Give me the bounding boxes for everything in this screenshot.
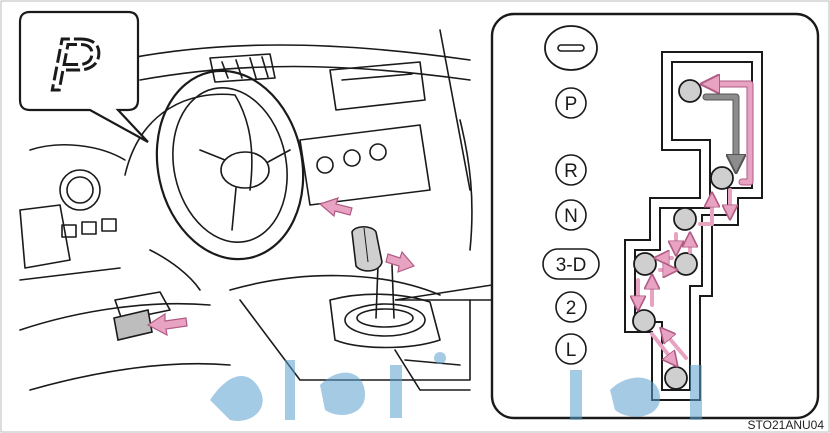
shift-position-3d: 3-D (543, 249, 599, 279)
shift-position-p: P (556, 88, 586, 118)
button-icon (545, 26, 597, 70)
shift-knob (352, 227, 382, 271)
press-arrow-icon (386, 252, 414, 272)
gear-stop-circle (633, 310, 655, 332)
shift-position-n: N (556, 200, 586, 230)
shift-gate-inset (492, 14, 818, 418)
figure-code: STO21ANU04 (748, 418, 824, 432)
svg-text:N: N (564, 206, 578, 227)
gear-stop-circle (665, 367, 687, 389)
display-indicator: P (50, 23, 99, 106)
gear-stop-circle (674, 208, 696, 230)
shift-position-r: R (556, 155, 586, 185)
callout-line (395, 285, 492, 300)
shift-position-l: L (556, 334, 586, 364)
svg-text:R: R (564, 161, 578, 182)
press-arrow-icon (148, 314, 187, 335)
svg-text:P: P (565, 94, 578, 115)
gear-stop-circle (711, 167, 733, 189)
gear-stop-circle (679, 80, 701, 102)
svg-text:L: L (566, 340, 577, 361)
gear-stop-circle (634, 253, 656, 275)
svg-text:3-D: 3-D (556, 255, 587, 276)
gear-stop-circle (675, 253, 697, 275)
shift-position-2: 2 (556, 292, 586, 322)
svg-text:2: 2 (566, 298, 577, 319)
